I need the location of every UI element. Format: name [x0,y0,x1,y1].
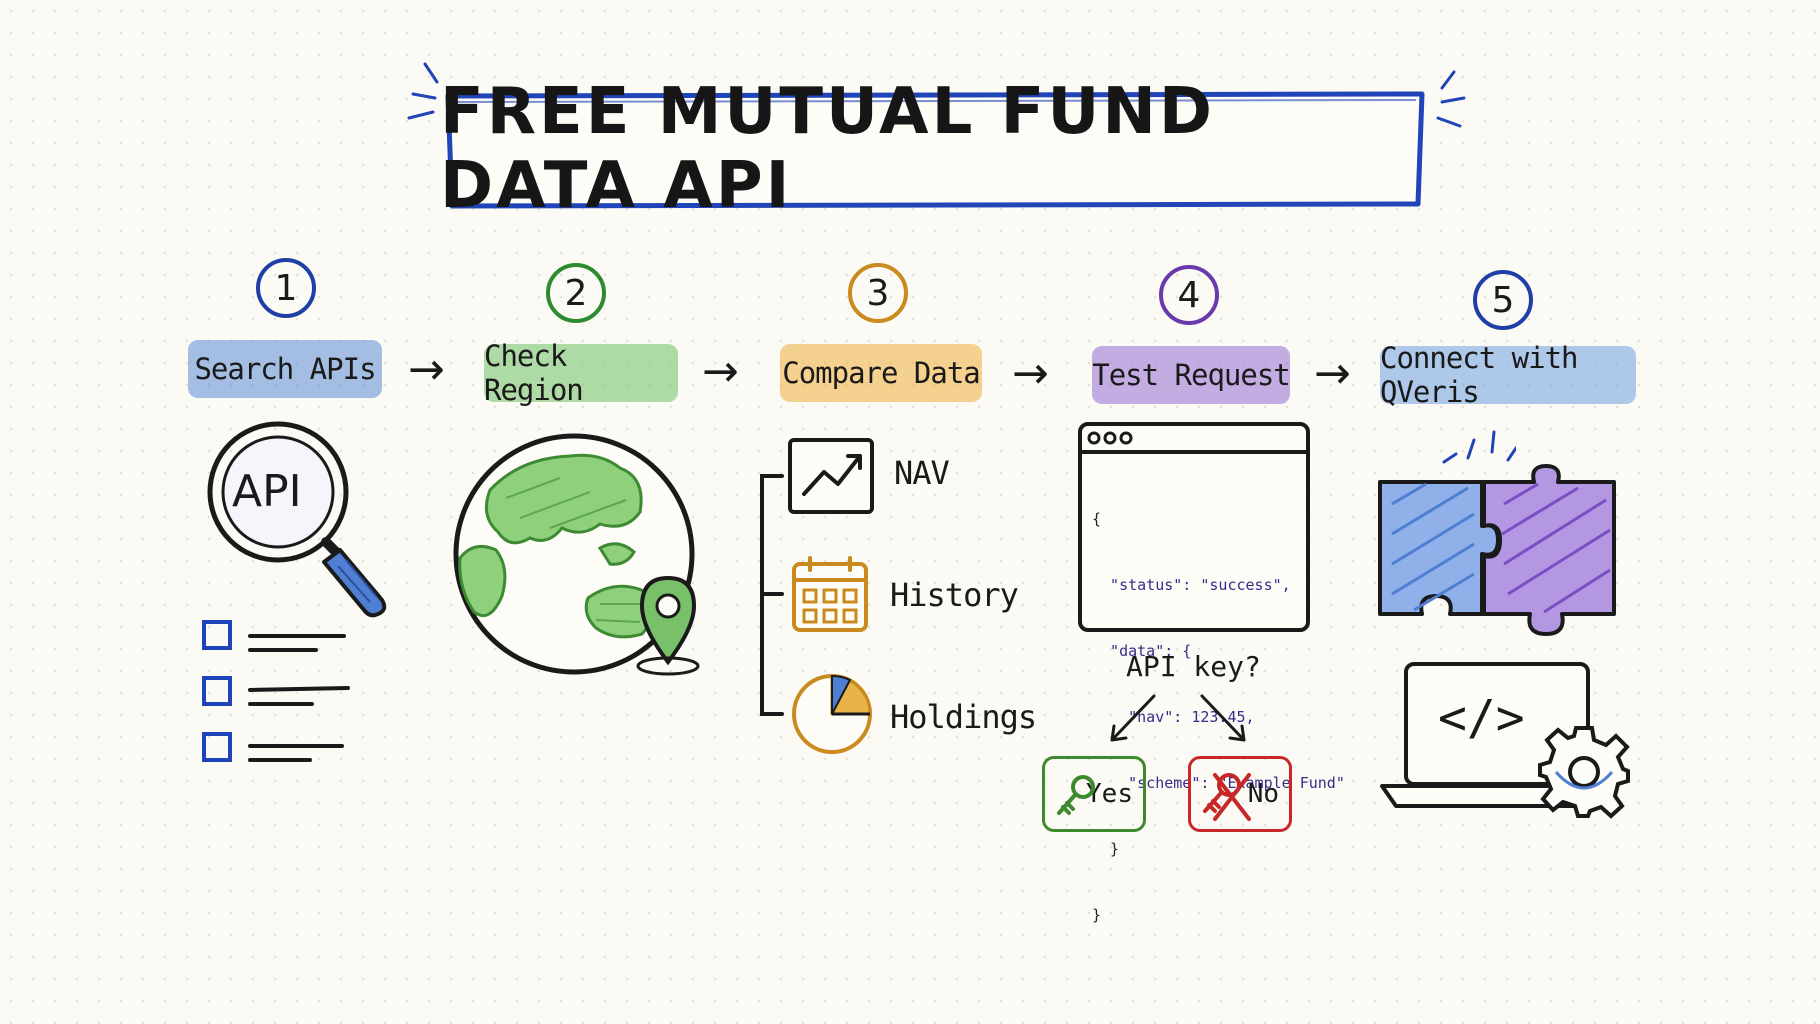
magnifier-lens-text: API [232,466,302,517]
location-pin-icon [636,575,700,676]
checklist-icon [202,620,350,762]
flow-arrow-2: → [702,346,739,397]
choice-no: No [1188,756,1292,832]
gear-icon [1538,726,1630,819]
compare-item-holdings: Holdings [890,698,1037,736]
decision-branches [1110,694,1246,742]
code-line: } [1092,840,1120,858]
no-key-icon [1203,773,1251,821]
flow-arrow-4: → [1314,348,1351,399]
choice-yes: Yes [1042,756,1146,832]
code-line: } [1092,906,1102,924]
code-line: "scheme": "Example Fund" [1092,774,1345,792]
globe-icon [453,433,695,675]
compare-bracket [760,474,784,716]
json-response-block: { "status": "success", "data": { "nav": … [1092,464,1345,948]
step-number-4: 4 [1159,265,1219,325]
code-line: { [1092,510,1102,528]
step-number-2: 2 [546,263,606,323]
flow-arrow-3: → [1012,348,1049,399]
decision-question: API key? [1126,650,1261,683]
puzzle-spark-icon [1442,430,1516,464]
title-spark-right-icon [1436,70,1466,128]
key-icon [1057,775,1095,815]
flow-arrow-1: → [408,344,445,395]
step-label-connect-qveris: Connect with QVeris [1380,341,1636,409]
code-line: "status": "success", [1092,576,1291,594]
magnifier-icon [207,421,387,618]
page-title: FREE MUTUAL FUND DATA API [440,75,1215,223]
step-label-check-region: Check Region [484,339,678,407]
banner-frame [445,91,1425,209]
step-number-5: 5 [1473,270,1533,330]
code-line: "data": { [1092,642,1192,660]
compare-item-nav: NAV [894,454,950,492]
choice-no-label: No [1247,779,1279,809]
code-glyph: </> [1438,690,1525,746]
pie-chart-icon [792,674,872,754]
puzzle-icon [1378,464,1616,636]
title-spark-left-icon [407,62,439,120]
calendar-icon [792,556,868,632]
step-label-compare-data: Compare Data [780,344,982,402]
step-label-search-apis: Search APIs [188,340,382,398]
step-number-3: 3 [848,263,908,323]
step-label-test-request: Test Request [1092,346,1291,404]
code-window-frame [1078,422,1310,632]
compare-item-history: History [890,576,1019,614]
trend-chart-icon [788,438,874,514]
step-number-1: 1 [256,258,316,318]
title-banner: FREE MUTUAL FUND DATA API [440,75,1430,223]
